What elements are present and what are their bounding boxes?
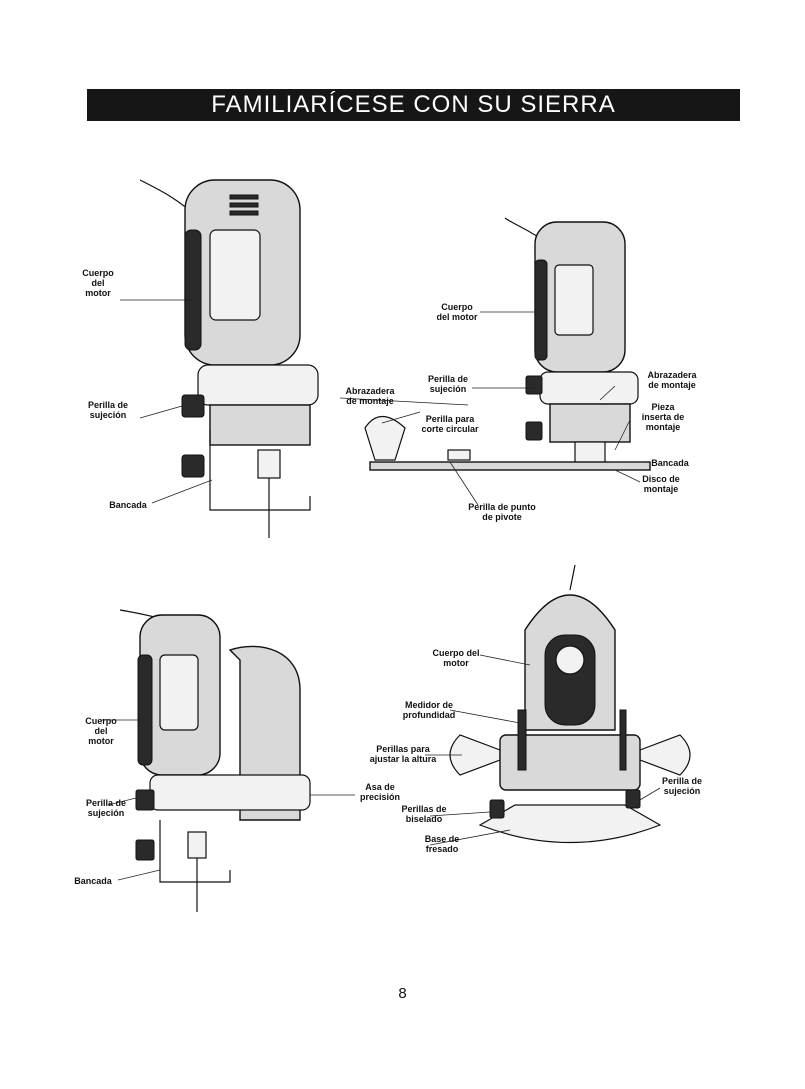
fig2-label-motor-body: Cuerpo del motor <box>436 302 478 322</box>
page-number: 8 <box>398 985 407 1002</box>
figure-trim-saw-offset-base <box>100 609 355 912</box>
fig3-label-base: Bancada <box>74 876 112 886</box>
fig2-label-circle-knob: Perilla para corte circular <box>421 414 479 434</box>
fig2-label-pivot-knob: Perilla de punto de pivote <box>468 502 536 522</box>
fig2-label-mount-clamp-right: Abrazadera de montaje <box>647 370 697 390</box>
fig1-label-clamp-knob: Perilla de sujeción <box>87 400 129 420</box>
figure-router-base <box>425 564 691 846</box>
fig2-label-insert-piece: Pieza inserta de montaje <box>641 402 685 432</box>
fig4-label-clamp-knob: Perilla de sujeción <box>661 776 703 796</box>
fig4-label-bevel-knobs: Perillas de biselado <box>401 804 447 824</box>
fig3-label-precision-handle: Asa de precisión <box>359 782 400 802</box>
figure-trim-saw-circle-cut <box>340 217 651 506</box>
fig2-label-base: Bancada <box>651 458 689 468</box>
fig4-label-height-knobs: Perillas para ajustar la altura <box>369 744 437 764</box>
fig1-label-motor-body: Cuerpo del motor <box>82 268 114 298</box>
fig4-label-depth-gauge: Medidor de profundidad <box>402 700 456 720</box>
fig3-label-motor-body: Cuerpo del motor <box>85 716 117 746</box>
fig4-label-motor-body: Cuerpo del motor <box>432 648 480 668</box>
fig2-label-mount-disc: Disco de montaje <box>642 474 680 494</box>
fig2-label-mount-clamp-left: Abrazadera de montaje <box>345 386 395 406</box>
figure-trim-saw-standard-base <box>120 179 319 538</box>
fig3-label-clamp-knob: Perilla de sujeción <box>85 798 127 818</box>
fig4-label-router-base: Base de fresado <box>424 834 460 854</box>
fig2-label-clamp-knob: Perilla de sujeción <box>427 374 469 394</box>
fig1-label-base: Bancada <box>109 500 147 510</box>
page-title: FAMILIARÍCESE CON SU SIERRA <box>87 89 740 121</box>
